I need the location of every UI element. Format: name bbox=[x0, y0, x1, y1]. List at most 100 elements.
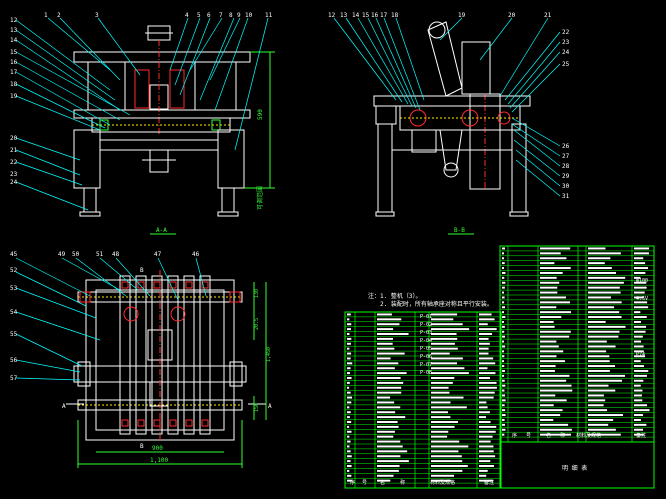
bom-right-cell-fill bbox=[502, 296, 505, 299]
front-pad-right bbox=[217, 211, 239, 217]
plan-roller-marks bbox=[121, 281, 209, 427]
bom-right-cell-fill bbox=[540, 247, 571, 250]
side-balloon: 13 bbox=[340, 12, 348, 19]
bom-right-cell-fill bbox=[540, 325, 555, 328]
bom-left-cell-fill bbox=[347, 328, 351, 331]
bom-left-cell-fill bbox=[479, 337, 489, 340]
bom-left-cell-fill bbox=[479, 396, 494, 399]
bom-right-cell-fill bbox=[588, 311, 620, 314]
bom-left-cell-fill bbox=[377, 479, 391, 482]
side-view: B-B 12 13 14 15 16 17 18 19 20 21 bbox=[328, 12, 570, 235]
front-dim-note: 可调范围 bbox=[256, 186, 264, 210]
bom-left-cell-fill bbox=[377, 342, 393, 345]
bom-left-cell-fill bbox=[377, 352, 405, 355]
front-balloon: 14 bbox=[10, 37, 18, 44]
plan-balloons-left: 52 53 54 55 56 57 bbox=[10, 267, 18, 382]
bom-left-cell-fill bbox=[479, 465, 494, 467]
bom-left-cell-fill bbox=[431, 421, 458, 423]
plan-drive-unit bbox=[149, 381, 169, 407]
bom-right-code: P74 bbox=[636, 352, 645, 358]
bom-right-cell-fill bbox=[588, 267, 612, 270]
section-marker-a-right: A bbox=[268, 403, 272, 410]
bom-left-cell-fill bbox=[347, 396, 353, 399]
bom-left-cell-fill bbox=[479, 445, 494, 448]
bom-left-cell-fill bbox=[347, 430, 352, 433]
bom-left-cell-fill bbox=[377, 333, 409, 335]
bom-right-cell-fill bbox=[502, 252, 504, 255]
bom-left-cell-fill bbox=[431, 333, 457, 335]
bom-right-cell-fill bbox=[502, 355, 505, 358]
front-balloon: 3 bbox=[95, 12, 99, 19]
bom-right-cell-fill bbox=[634, 325, 647, 328]
bom-right-cell-fill bbox=[588, 335, 619, 338]
bom-left-cell-fill bbox=[431, 455, 462, 458]
plan-dim-r4-value: 150 bbox=[254, 403, 260, 412]
plan-dim-r2-value: 20.5 bbox=[254, 318, 260, 330]
bom-left-cell-fill bbox=[431, 479, 451, 482]
bom-right-cell-fill bbox=[634, 296, 644, 299]
bom-left-cell-fill bbox=[347, 460, 351, 463]
bom-right-cell-fill bbox=[588, 369, 610, 372]
bom-right-cell-fill bbox=[634, 267, 649, 270]
bom-left-cell-fill bbox=[377, 455, 401, 458]
bom-left-cell-fill bbox=[377, 362, 399, 365]
plan-dim-outer-value: 1,100 bbox=[150, 457, 168, 464]
bom-left-cell-fill bbox=[479, 416, 487, 419]
bom-left-cell-fill bbox=[431, 430, 449, 433]
bom-right-cell-fill bbox=[502, 360, 504, 363]
bom-left-cell-fill bbox=[431, 440, 460, 443]
bom-right-cell-fill bbox=[540, 394, 556, 397]
bom-right-cell-fill bbox=[588, 409, 608, 412]
plan-gear-right bbox=[170, 306, 186, 322]
side-balloon: 26 bbox=[562, 143, 570, 150]
bom-right-cell-fill bbox=[588, 340, 607, 343]
bom-left-cell-fill bbox=[377, 337, 393, 340]
bom-left-cell-fill bbox=[347, 323, 352, 326]
bom-right-cell-fill bbox=[502, 330, 505, 333]
bom-left-cell-fill bbox=[377, 357, 391, 360]
bom-left-cell-fill bbox=[347, 445, 350, 448]
bom-left-cell-fill bbox=[347, 342, 351, 345]
front-mid-rail bbox=[73, 109, 251, 119]
plan-dim-r3-value: 1,450 bbox=[266, 347, 272, 362]
bom-right-cell-fill bbox=[634, 374, 647, 377]
bom-left-cell-fill bbox=[377, 474, 394, 477]
bom-left-cell-fill bbox=[377, 313, 392, 316]
front-balloon: 5 bbox=[197, 12, 201, 19]
bom-right-cell-fill bbox=[634, 320, 641, 323]
side-balloon: 12 bbox=[328, 12, 336, 19]
bom-left-cell-fill bbox=[479, 440, 491, 443]
bom-right-cell-fill bbox=[588, 257, 611, 260]
bom-right-footer-cell: 名 bbox=[546, 432, 551, 439]
bom-right-cell-fill bbox=[502, 409, 506, 412]
bom-right-cell-fill bbox=[540, 384, 572, 387]
bom-left-cell-fill bbox=[347, 347, 350, 350]
side-upper-pulley bbox=[428, 21, 446, 39]
bom-right-cell-fill bbox=[540, 262, 555, 265]
front-dim-value: 590 bbox=[257, 109, 264, 120]
front-balloon: 13 bbox=[10, 27, 18, 34]
bom-right-cell-fill bbox=[502, 286, 505, 289]
bom-left-cell-fill bbox=[479, 430, 496, 433]
bom-right-cell-fill bbox=[588, 355, 610, 358]
bom-right-cell-fill bbox=[502, 267, 504, 270]
bom-right-cell-fill bbox=[634, 345, 644, 348]
plan-balloon: 52 bbox=[10, 267, 18, 274]
bom-left-cell-fill bbox=[431, 396, 464, 399]
bom-left-cell-fill bbox=[377, 469, 399, 472]
tech-notes: 注：1. 整机（3）。 2. 装配时，所有轴承座对称且平行安装。 bbox=[368, 292, 493, 308]
front-balloon: 16 bbox=[10, 59, 18, 66]
bom-right-cell-fill bbox=[502, 281, 506, 284]
bom-right-cell-fill bbox=[634, 271, 646, 274]
bom-left-cell-fill bbox=[431, 474, 455, 477]
bom-right-cell-fill bbox=[634, 423, 647, 426]
bom-left-code: P-05 bbox=[420, 346, 432, 352]
bom-right-cell-fill bbox=[502, 399, 506, 402]
bom-left-cell-fill bbox=[347, 313, 351, 316]
bom-left-code: P-07 bbox=[420, 362, 432, 368]
front-slider-r bbox=[211, 119, 221, 131]
bom-right-cell-fill bbox=[540, 414, 561, 417]
bom-left-cell-fill bbox=[431, 323, 463, 326]
bom-right-cell-fill bbox=[502, 316, 506, 319]
bom-left-cell-fill bbox=[377, 460, 409, 463]
